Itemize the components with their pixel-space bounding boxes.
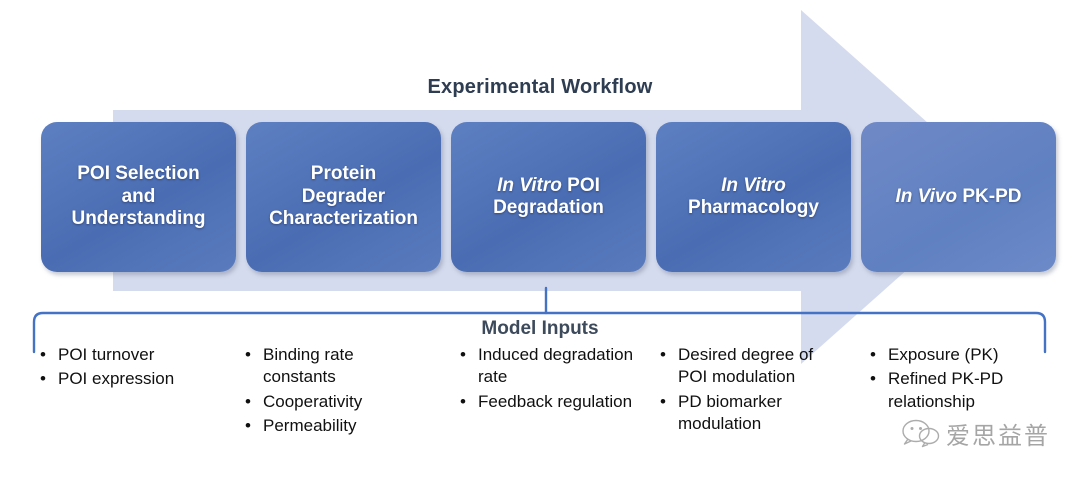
stage-box-in-vivo-pk-pd[interactable]: In Vivo PK-PD	[861, 122, 1056, 272]
model-inputs-title: Model Inputs	[481, 318, 599, 339]
list-item: •Refined PK-PD relationship	[870, 369, 1004, 411]
list-item: •Desired degree of POI modulation	[660, 345, 814, 387]
stage-box-in-vitro-pharmacology[interactable]: In Vitro Pharmacology	[656, 122, 851, 272]
stage-box-label: In Vivo PK-PD	[895, 185, 1022, 207]
list-item: •Permeability	[241, 415, 426, 437]
list-item: •POI expression	[36, 368, 221, 390]
model-inputs-column-binding: •Binding rate constants •Cooperativity •…	[241, 344, 426, 440]
stage-box-in-vitro-poi-degradation[interactable]: In Vitro POI Degradation	[451, 122, 646, 272]
bullet-list: •Binding rate constants •Cooperativity •…	[241, 344, 426, 438]
bracket-path	[32, 311, 1047, 354]
stage-box-label: In Vitro POI Degradation	[493, 174, 604, 218]
bullet-icon: •	[870, 345, 876, 364]
bullet-list: •Exposure (PK) •Refined PK-PD relationsh…	[866, 344, 1056, 413]
stage-box-poi-selection[interactable]: POI Selection and Understanding	[41, 122, 236, 272]
bullet-icon: •	[245, 391, 251, 411]
bullet-list: •Desired degree of POI modulation •PD bi…	[656, 344, 841, 436]
bullet-icon: •	[660, 345, 666, 364]
bullet-icon: •	[660, 391, 666, 411]
list-item: •Cooperativity	[241, 391, 426, 413]
list-item: •PD biomarker modulation	[660, 391, 782, 434]
model-inputs-column-exposure: •Exposure (PK) •Refined PK-PD relationsh…	[866, 344, 1056, 415]
bullet-icon: •	[40, 369, 46, 389]
list-item: •Binding rate constants	[245, 345, 354, 387]
list-item: •Feedback regulation	[456, 391, 636, 413]
model-inputs-column-degradation: •Induced degradation rate •Feedback regu…	[456, 344, 636, 415]
bullet-icon: •	[870, 369, 876, 389]
bullet-list: •Induced degradation rate •Feedback regu…	[456, 344, 636, 413]
bullet-icon: •	[460, 345, 466, 364]
bullet-icon: •	[245, 416, 251, 436]
bullet-icon: •	[460, 391, 466, 411]
stage-box-label: POI Selection and Understanding	[71, 163, 206, 230]
stage-box-degrader-characterization[interactable]: Protein Degrader Characterization	[246, 122, 441, 272]
list-item: •Exposure (PK)	[866, 344, 1056, 366]
list-item: •Induced degradation rate	[460, 345, 634, 387]
stage-box-label: In Vitro Pharmacology	[688, 174, 819, 218]
model-inputs-column-modulation: •Desired degree of POI modulation •PD bi…	[656, 344, 841, 438]
model-inputs-column-poi: •POI turnover •POI expression	[36, 344, 221, 393]
stage-box-label: Protein Degrader Characterization	[269, 163, 418, 230]
list-item: •POI turnover	[36, 344, 221, 366]
bullet-icon: •	[245, 345, 251, 364]
bullet-icon: •	[40, 345, 46, 364]
bullet-list: •POI turnover •POI expression	[36, 344, 221, 391]
page-title: Experimental Workflow	[427, 76, 653, 98]
